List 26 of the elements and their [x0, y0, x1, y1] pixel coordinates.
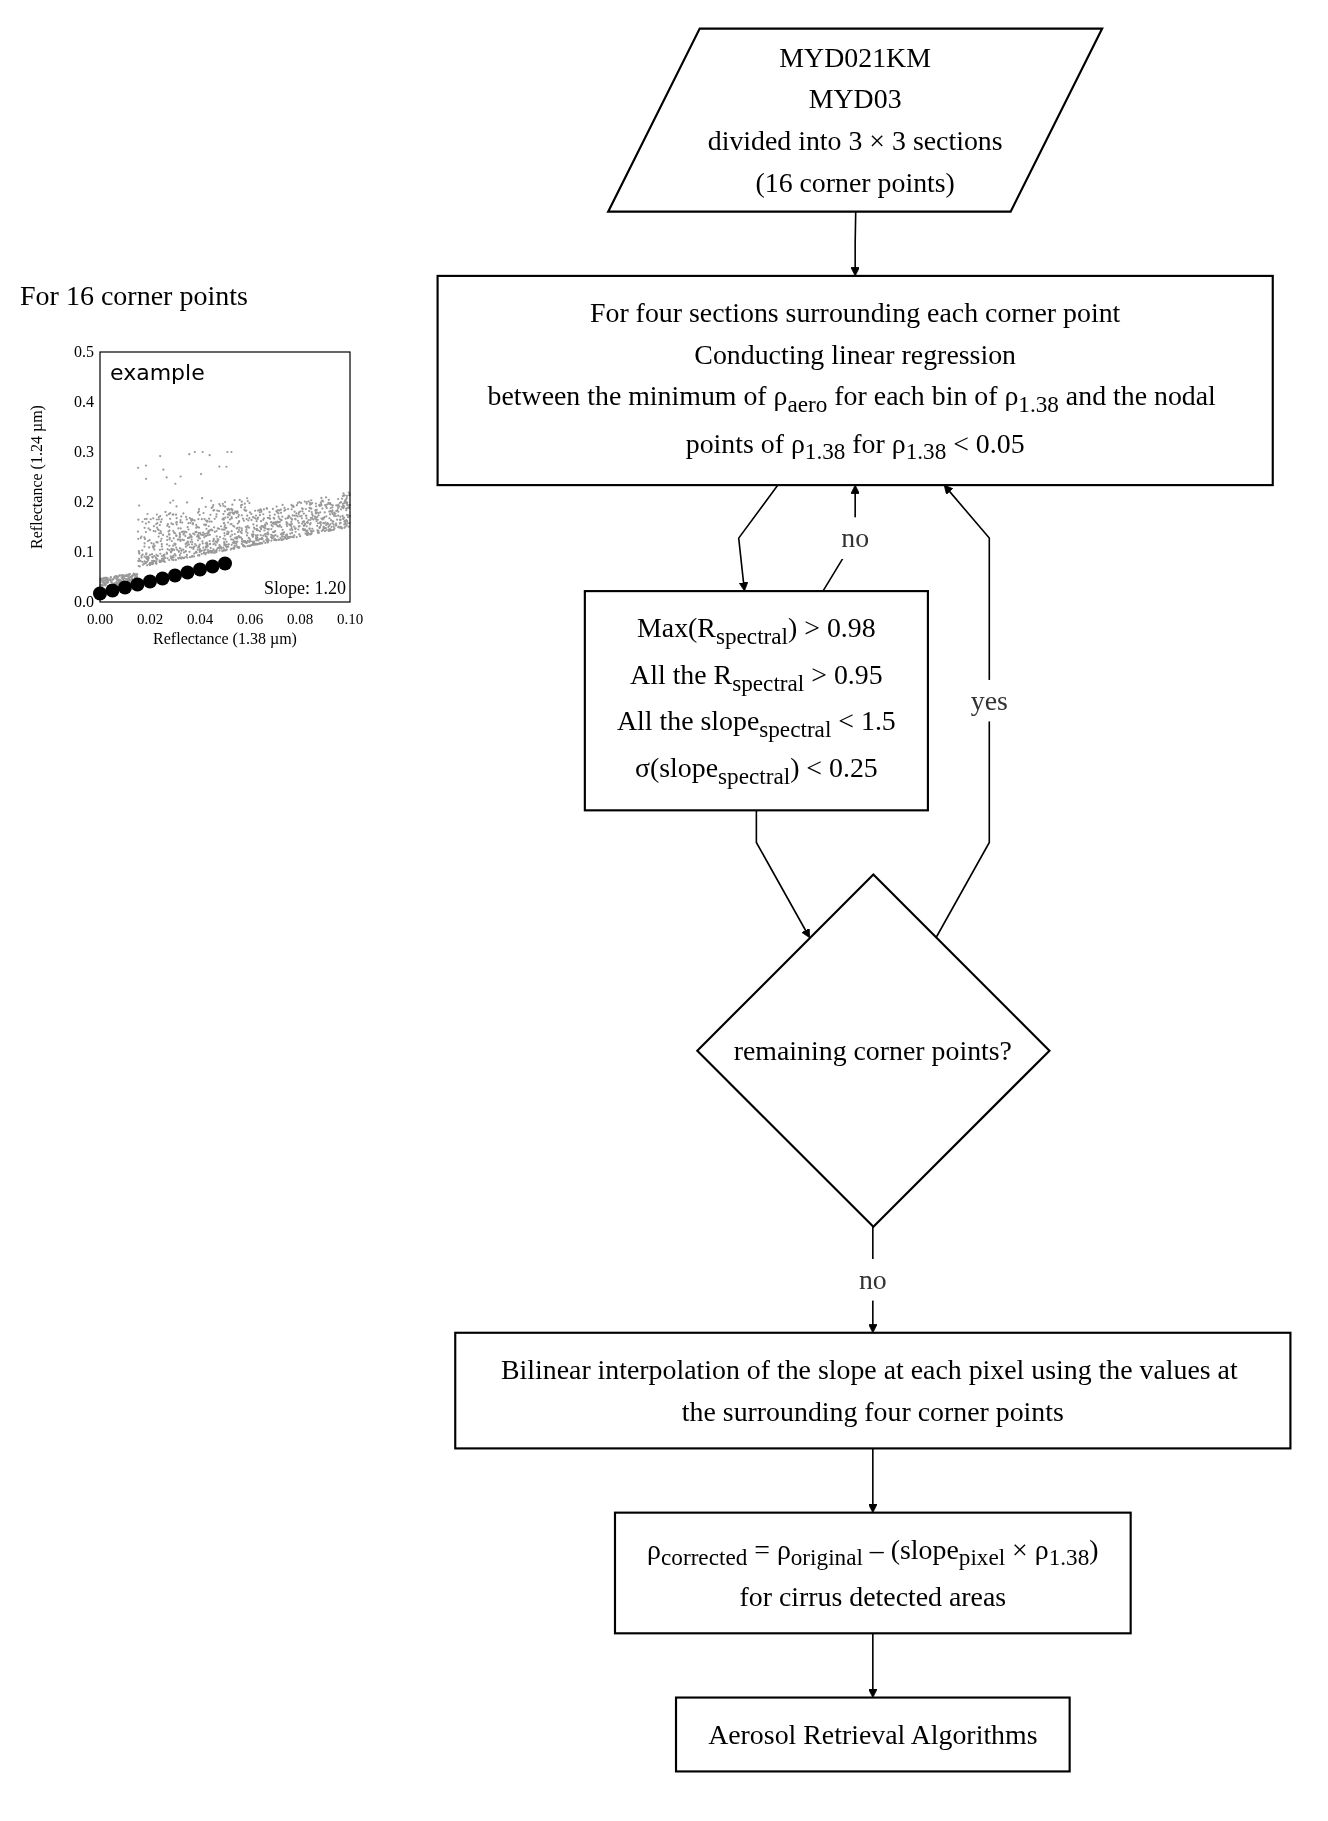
chart-note: Slope: 1.20	[264, 578, 346, 598]
axis-title: Reflectance (1.24 µm)	[28, 405, 45, 549]
tick-label: 0.2	[74, 493, 94, 510]
tick-label: 0.04	[186, 611, 214, 627]
tick-label: 0.1	[74, 543, 94, 560]
tick-label: 0.5	[74, 343, 94, 360]
edge-label: no	[858, 1264, 887, 1296]
tick-label: 0.0	[74, 593, 94, 610]
edge-label: yes	[970, 685, 1008, 717]
tick-label: 0.08	[286, 611, 314, 627]
tick-label: 0.3	[74, 443, 94, 460]
node-box: Aerosol Retrieval Algorithms	[674, 1696, 1071, 1773]
node-diamond: remaining corner points?	[695, 873, 1051, 1229]
loop-label: For 16 corner points	[20, 280, 248, 312]
tick-label: 0.00	[86, 611, 114, 627]
tick-label: 0.10	[336, 611, 364, 627]
node-box: Bilinear interpolation of the slope at each pixel using the values at the surrounding four corner points	[454, 1331, 1292, 1450]
tick-label: 0.06	[236, 611, 264, 627]
tick-label: 0.4	[74, 393, 94, 410]
edge-label: no	[841, 522, 870, 554]
node-box: For four sections surrounding each corner point Conducting linear regression between the minimum of ρ$_{aero}$ for each bin of ρ$_{1.38}$ and the nodal points of ρ$_{1.38}$ for ρ$_{1.38}$ < 0.05	[436, 274, 1274, 487]
node-box: ρ$_{corrected}$ = ρ$_{original}$ – (slope$_{pixel}$ × ρ$_{1.38}$) for cirrus detected areas	[613, 1511, 1132, 1635]
axis-title: Reflectance (1.38 µm)	[153, 630, 297, 647]
node-box: Max(R$_{spectral}$) > 0.98 All the R$_{spectral}$ > 0.95 All the slope$_{spectral}$ < 1.5 σ(slope$_{spectral}$) < 0.25	[583, 590, 929, 812]
chart-note: example	[110, 360, 205, 385]
tick-label: 0.02	[136, 611, 164, 627]
